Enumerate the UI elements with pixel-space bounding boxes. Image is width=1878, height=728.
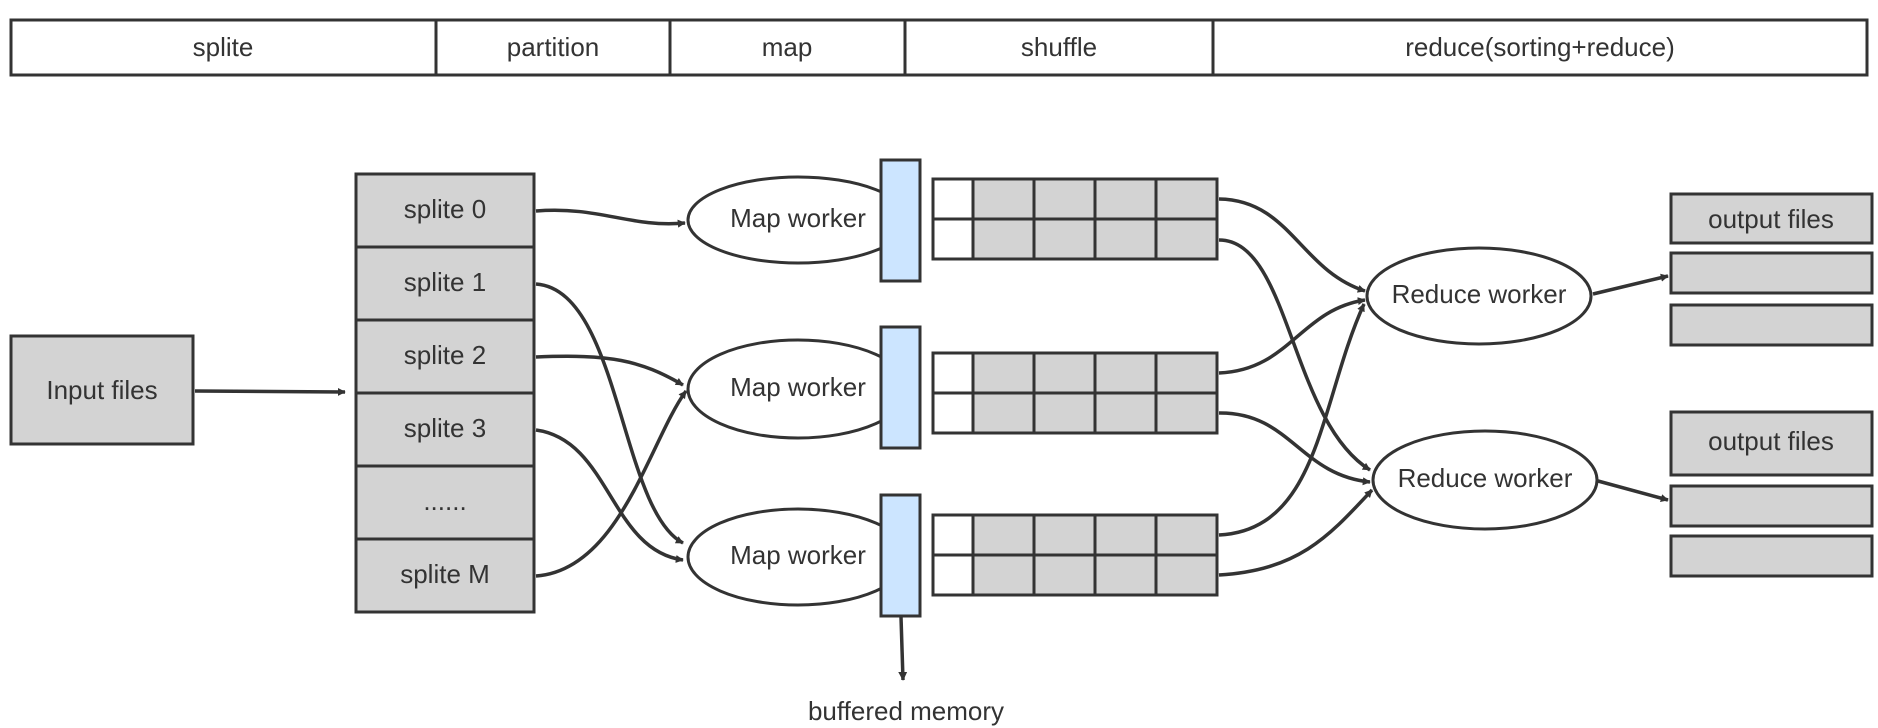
stage-label-splite: splite (193, 32, 254, 62)
partition-grid-3 (931, 513, 1219, 597)
split-label-1: splite 1 (404, 267, 486, 297)
split-cell (354, 464, 536, 541)
output-file-box (1669, 534, 1874, 578)
arrow-split-to-map (535, 282, 684, 545)
output-file-box (1669, 303, 1874, 347)
stage-label-shuffle: shuffle (1021, 32, 1097, 62)
reduce-worker-label: Reduce worker (1392, 279, 1567, 309)
arrow-split-to-map (535, 208, 686, 228)
buffer-bar (879, 325, 922, 450)
split-stack: splite 0 splite 1 splite 2 splite 3 ....… (354, 172, 536, 614)
stage-header-frame (9, 18, 1869, 77)
arrow-split-to-map (535, 354, 684, 387)
output-file-box (1669, 192, 1874, 245)
split-label-0: splite 0 (404, 194, 486, 224)
arrow-shuffle (1218, 238, 1371, 472)
map-worker-3: Map worker (686, 507, 910, 607)
split-cell (354, 318, 536, 395)
stage-label-map: map (762, 32, 813, 62)
output-files-label: output files (1708, 426, 1834, 456)
arrow-input-to-splits (194, 387, 346, 396)
reduce-worker-1: Reduce worker (1365, 246, 1593, 346)
split-label-3: splite 3 (404, 413, 486, 443)
output-files-label: output files (1708, 204, 1834, 234)
buffered-memory-label: buffered memory (808, 696, 1004, 726)
split-label-2: splite 2 (404, 340, 486, 370)
buffer-bar (879, 493, 922, 618)
output-stack-1: output files (1669, 192, 1874, 347)
arrow-shuffle (1218, 297, 1366, 375)
output-stack-2: output files (1669, 410, 1874, 578)
split-cell (354, 537, 536, 614)
partition-grid-2 (931, 351, 1219, 435)
arrow-reduce-to-output (1597, 479, 1669, 502)
input-files-box (9, 334, 195, 446)
arrow-shuffle (1218, 411, 1371, 486)
output-file-box (1669, 410, 1874, 477)
partition-grid-1 (931, 177, 1219, 261)
arrow-shuffle (1218, 197, 1366, 293)
stage-header: splite partition map shuffle reduce(sort… (9, 18, 1869, 77)
arrow-reduce-to-output (1592, 273, 1669, 296)
buffer-bar (879, 158, 922, 283)
arrow-split-to-map (535, 389, 688, 578)
map-worker-label: Map worker (730, 203, 866, 233)
split-cell (354, 391, 536, 468)
input-files-label: Input files (46, 375, 157, 405)
split-cell (354, 172, 536, 249)
map-worker-1: Map worker (686, 175, 910, 265)
map-worker-2: Map worker (686, 338, 910, 440)
output-file-box (1669, 251, 1874, 295)
split-label-m: splite M (400, 559, 490, 589)
map-worker-label: Map worker (730, 372, 866, 402)
split-label-ellipsis: ...... (423, 486, 466, 516)
arrow-shuffle (1218, 303, 1366, 537)
split-cell (354, 245, 536, 322)
stage-label-partition: partition (507, 32, 600, 62)
map-worker-label: Map worker (730, 540, 866, 570)
reduce-worker-ellipse (1365, 246, 1593, 346)
output-file-box (1669, 484, 1874, 528)
arrow-shuffle (1218, 488, 1374, 577)
stage-label-reduce: reduce(sorting+reduce) (1405, 32, 1675, 62)
reduce-worker-ellipse (1371, 429, 1599, 531)
arrow-split-to-map (535, 428, 684, 563)
connectors (194, 197, 1669, 681)
reduce-worker-label: Reduce worker (1398, 463, 1573, 493)
input-files-node: Input files (9, 334, 195, 446)
reduce-worker-2: Reduce worker (1371, 429, 1599, 531)
arrow-buffer-to-label (898, 616, 908, 681)
